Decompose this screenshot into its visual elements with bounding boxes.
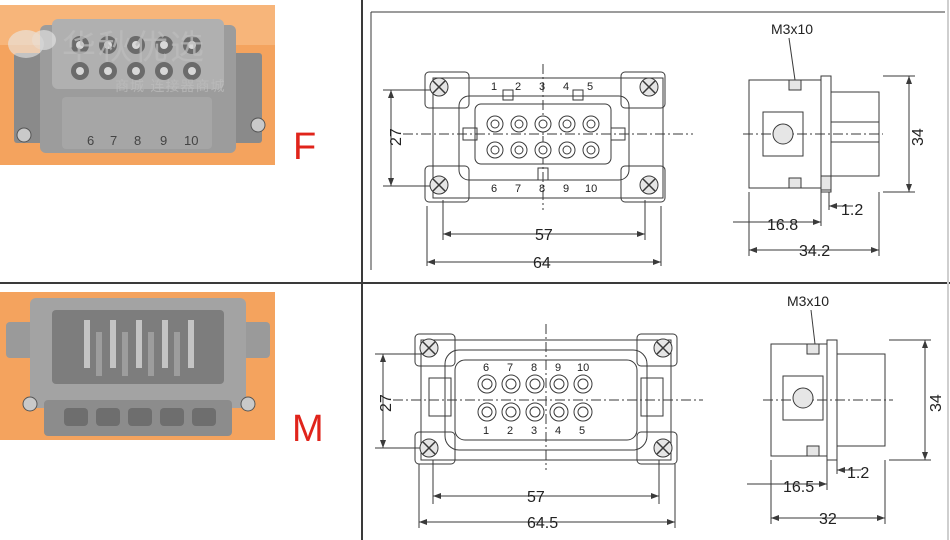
grid-vertical-divider [361, 0, 363, 540]
front-bottom-pin-10: 10 [585, 183, 597, 195]
front-bottom-pin-9: 9 [563, 183, 569, 195]
front-top-pin-2: 2 [515, 81, 521, 93]
photo-pin-10: 10 [184, 133, 198, 148]
front-bottom-pin-3: 3 [531, 425, 537, 437]
male-label: M [292, 408, 324, 450]
female-drawing: 1 2 3 4 5 6 7 8 9 10 27 57 64 [370, 11, 945, 272]
photo-pin-9: 9 [160, 133, 167, 148]
front-bottom-pin-5: 5 [579, 425, 585, 437]
side-dim-b: 1.2 [841, 202, 863, 219]
side-dim-height: 34 [928, 394, 945, 412]
photo-pin-7: 7 [110, 133, 117, 148]
side-screw-label: M3x10 [787, 293, 829, 309]
side-dim-height: 34 [910, 128, 927, 146]
watermark-brand: 华秋优选 [62, 28, 206, 68]
front-top-pin-10: 10 [577, 362, 589, 374]
front-top-pin-4: 4 [563, 81, 569, 93]
front-dim-outer-width: 64.5 [527, 515, 558, 532]
front-dim-height: 27 [388, 128, 405, 146]
side-screw-label: M3x10 [771, 21, 813, 37]
grid-horizontal-divider [0, 282, 950, 284]
side-dim-a: 16.5 [783, 479, 814, 496]
front-top-pin-1: 1 [491, 81, 497, 93]
watermark-logo [4, 22, 64, 62]
male-drawing: 6 7 8 9 10 1 2 3 4 5 27 57 64.5 [375, 293, 945, 532]
front-top-pin-3: 3 [539, 81, 545, 93]
front-top-pin-6: 6 [483, 362, 489, 374]
front-dim-inner-width: 57 [535, 227, 553, 244]
front-top-pin-9: 9 [555, 362, 561, 374]
front-top-pin-8: 8 [531, 362, 537, 374]
side-dim-depth: 32 [819, 511, 837, 528]
front-dim-height: 27 [378, 394, 395, 412]
grid-frame-right [947, 0, 949, 540]
front-top-pin-5: 5 [587, 81, 593, 93]
front-bottom-pin-7: 7 [515, 183, 521, 195]
side-dim-a: 16.8 [767, 217, 798, 234]
front-bottom-pin-1: 1 [483, 425, 489, 437]
front-top-pin-7: 7 [507, 362, 513, 374]
front-bottom-pin-2: 2 [507, 425, 513, 437]
front-bottom-pin-8: 8 [539, 183, 545, 195]
front-bottom-pin-4: 4 [555, 425, 561, 437]
side-dim-depth: 34.2 [799, 243, 830, 260]
photo-pin-8: 8 [134, 133, 141, 148]
photo-pin-6: 6 [87, 133, 94, 148]
front-dim-outer-width: 64 [533, 255, 551, 272]
side-dim-b: 1.2 [847, 465, 869, 482]
male-connector-photo [0, 292, 275, 440]
watermark-tagline: 商城 连接器商城 [115, 79, 226, 95]
front-dim-inner-width: 57 [527, 489, 545, 506]
female-label: F [293, 126, 317, 168]
front-bottom-pin-6: 6 [491, 183, 497, 195]
